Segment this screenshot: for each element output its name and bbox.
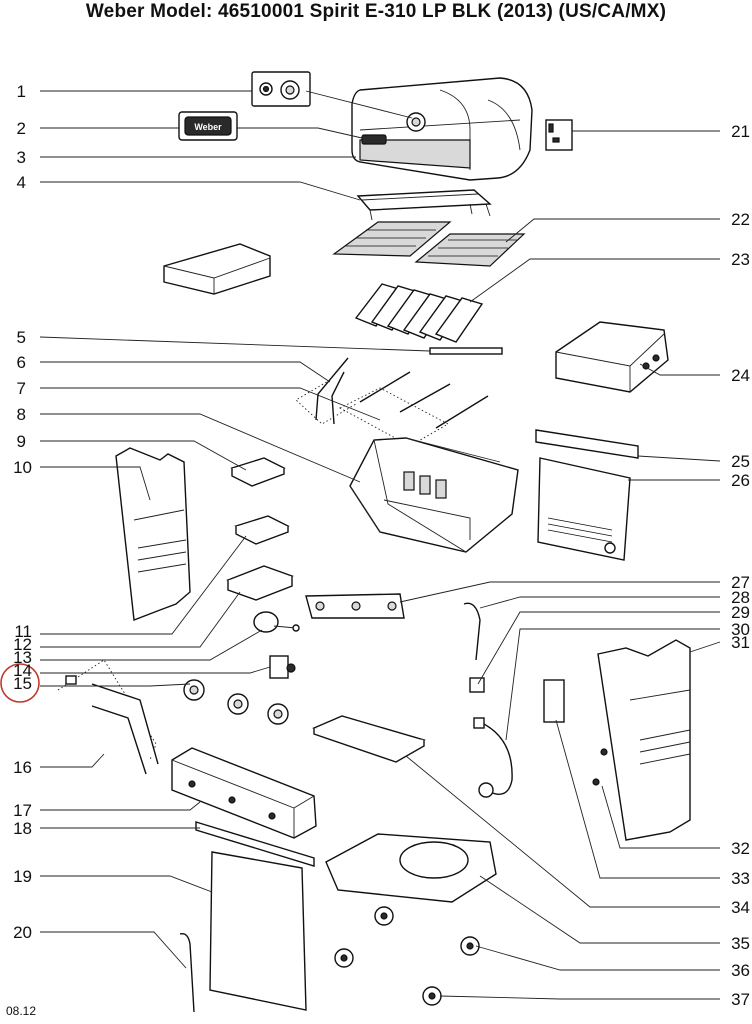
callout-34: 34: [731, 898, 750, 917]
callout-numbers-left: 1 2 3 4 5 6 7 8 9 10 11 12 13 14 15 16 1…: [13, 82, 32, 942]
callout-26: 26: [731, 471, 750, 490]
part-21-screws: [545, 119, 573, 151]
part-5-crossover-tube: [429, 347, 503, 355]
callout-15: 15: [13, 674, 32, 693]
callout-17: 17: [13, 801, 32, 820]
part-18-bracket: [195, 821, 315, 867]
callout-13: 13: [13, 648, 32, 667]
part-19-door: [209, 851, 307, 1011]
callout-8: 8: [17, 405, 26, 424]
part-22-cooking-grates: [332, 221, 526, 267]
callout-35: 35: [731, 934, 750, 953]
part-12-pan-holder: [225, 565, 295, 601]
callout-numbers-right: 21 22 23 24 25 26 27 28 29 30 31 32 33 3…: [731, 122, 750, 1009]
callout-4: 4: [17, 173, 26, 192]
part-31-right-frame: [597, 639, 691, 841]
leader-lines: [39, 90, 721, 1000]
part-13-igniter-wire: [253, 611, 300, 633]
callout-10: 10: [13, 458, 32, 477]
part-20-handle: [179, 933, 195, 1013]
callout-5: 5: [17, 328, 26, 347]
part-14-igniter: [269, 655, 296, 679]
part-17-control-panel: [171, 747, 317, 839]
part-29-bracket: [469, 677, 485, 693]
callout-18: 18: [13, 819, 32, 838]
caster: [374, 906, 394, 926]
callout-7: 7: [17, 379, 26, 398]
part-24-right-side-table: [555, 321, 669, 393]
part-25-bracket: [535, 429, 639, 459]
part-35-bottom-shelf: [325, 833, 497, 903]
callout-23: 23: [731, 250, 750, 269]
callout-1: 1: [17, 82, 26, 101]
callout-33: 33: [731, 869, 750, 888]
part-8-cookbox: [349, 437, 519, 553]
part-28-hose: [463, 602, 481, 661]
part-16-tubes: [57, 659, 159, 775]
caster: [422, 986, 442, 1006]
part-2-logo-badge: Weber: [178, 111, 238, 141]
part-10-left-frame: [115, 447, 191, 621]
callout-20: 20: [13, 923, 32, 942]
left-side-table: [163, 243, 271, 295]
diagram-title: Weber Model: 46510001 Spirit E-310 LP BL…: [85, 1, 667, 22]
callout-3: 3: [17, 148, 26, 167]
part-36-37-casters: [334, 906, 480, 1006]
callout-15-highlight-circle: [0, 663, 40, 703]
caster: [460, 936, 480, 956]
part-34-grease-tray: [312, 715, 426, 763]
callout-24: 24: [731, 366, 750, 385]
part-9-catch-pans: [230, 457, 290, 545]
version-label: 08.12: [6, 1004, 37, 1018]
part-1-badge-pieces: [251, 71, 311, 107]
part-23-flavorizer-bars: [354, 283, 484, 343]
callout-2: 2: [17, 119, 26, 138]
callout-6: 6: [17, 353, 26, 372]
callout-11: 11: [14, 622, 32, 641]
part-3-lid: [351, 77, 533, 181]
part-32-screw: [592, 748, 608, 786]
weber-logo-text: Weber: [194, 122, 222, 132]
part-27-manifold: [305, 593, 405, 619]
callout-22: 22: [731, 210, 750, 229]
part-7-burner-tubes: [339, 371, 489, 447]
callout-27: 27: [731, 573, 750, 592]
part-6-tubes: [295, 357, 357, 425]
callout-14: 14: [13, 661, 32, 680]
callout-32: 32: [731, 839, 750, 858]
callout-36: 36: [731, 961, 750, 980]
callout-28: 28: [731, 588, 750, 607]
caster: [334, 948, 354, 968]
callout-37: 37: [731, 990, 750, 1009]
part-15-knobs: [183, 679, 289, 725]
callout-9: 9: [17, 432, 26, 451]
callout-16: 16: [13, 758, 32, 777]
callout-31: 31: [731, 633, 750, 652]
callout-19: 19: [13, 867, 32, 886]
callout-30: 30: [731, 620, 750, 639]
part-26-rear-panel: [537, 457, 631, 561]
callout-21: 21: [731, 122, 750, 141]
part-33-bracket: [543, 679, 565, 723]
part-30-regulator-hose: [473, 717, 513, 798]
callout-12: 12: [13, 635, 32, 654]
callout-25: 25: [731, 452, 750, 471]
callout-29: 29: [731, 603, 750, 622]
part-4-warming-rack: [356, 189, 492, 221]
